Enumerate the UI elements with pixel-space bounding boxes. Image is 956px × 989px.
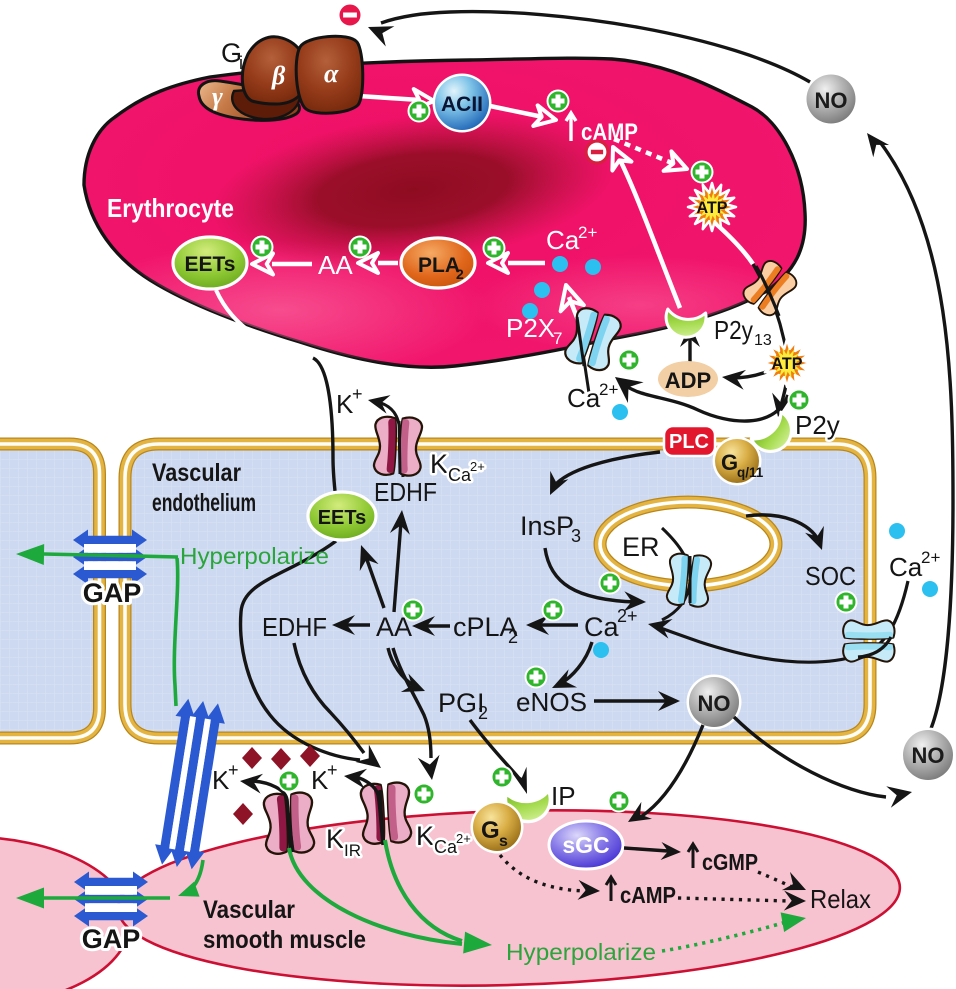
svg-text:2: 2 <box>478 703 488 723</box>
svg-text:EDHF: EDHF <box>262 612 327 642</box>
svg-text:GAP: GAP <box>83 578 142 608</box>
svg-text:Vascular: Vascular <box>152 459 241 487</box>
svg-text:+: + <box>327 760 338 780</box>
svg-text:sGC: sGC <box>562 832 609 858</box>
svg-text:EETs: EETs <box>318 507 367 529</box>
svg-text:IR: IR <box>344 841 361 860</box>
svg-text:P2y: P2y <box>714 315 753 345</box>
svg-text:β: β <box>271 61 286 90</box>
svg-text:2+: 2+ <box>578 223 597 242</box>
svg-text:NO: NO <box>698 691 731 716</box>
svg-text:13: 13 <box>754 332 772 349</box>
svg-text:NO: NO <box>912 743 945 768</box>
svg-text:Vascular: Vascular <box>203 896 295 924</box>
svg-text:3: 3 <box>571 526 581 546</box>
svg-text:2+: 2+ <box>456 831 471 846</box>
svg-text:2: 2 <box>456 266 464 282</box>
svg-text:K: K <box>430 449 448 479</box>
svg-text:GAP: GAP <box>82 924 141 954</box>
svg-text:InsP: InsP <box>520 511 574 541</box>
svg-text:ATP: ATP <box>772 354 803 373</box>
svg-text:Relax: Relax <box>810 884 871 914</box>
svg-text:PGI: PGI <box>438 688 485 718</box>
svg-text:SOC: SOC <box>805 561 856 591</box>
svg-text:Ca: Ca <box>567 383 601 413</box>
svg-text:endothelium: endothelium <box>152 489 256 517</box>
svg-text:K: K <box>336 389 354 419</box>
svg-text:G: G <box>721 450 738 475</box>
svg-text:Ca: Ca <box>889 552 923 582</box>
svg-text:Ca: Ca <box>546 225 580 255</box>
svg-text:G: G <box>481 817 500 844</box>
svg-text:Ca: Ca <box>584 612 619 642</box>
svg-text:q/11: q/11 <box>737 465 764 480</box>
svg-text:smooth muscle: smooth muscle <box>203 926 366 954</box>
svg-text:K: K <box>212 765 230 795</box>
svg-text:ADP: ADP <box>665 368 711 393</box>
svg-text:EETs: EETs <box>185 253 236 276</box>
svg-text:ER: ER <box>622 532 660 562</box>
svg-text:Hyperpolarize: Hyperpolarize <box>506 939 656 965</box>
svg-text:7: 7 <box>553 329 562 348</box>
svg-text:+: + <box>228 760 239 780</box>
svg-text:IP: IP <box>551 781 576 811</box>
svg-text:Ca: Ca <box>434 837 458 857</box>
svg-text:2+: 2+ <box>617 606 638 626</box>
svg-text:2+: 2+ <box>921 548 940 567</box>
svg-text:cGMP: cGMP <box>702 849 758 875</box>
svg-text:PLC: PLC <box>669 431 709 453</box>
svg-text:eNOS: eNOS <box>516 687 587 717</box>
svg-text:K: K <box>416 821 434 851</box>
svg-text:2: 2 <box>508 627 518 647</box>
svg-text:AA: AA <box>318 250 353 280</box>
svg-text:P2y: P2y <box>795 410 840 440</box>
svg-text:+: + <box>352 384 363 404</box>
svg-text:α: α <box>324 59 339 88</box>
svg-text:2+: 2+ <box>599 380 618 399</box>
svg-text:ATP: ATP <box>697 198 728 217</box>
svg-text:i: i <box>239 53 243 73</box>
svg-text:cAMP: cAMP <box>620 882 676 908</box>
svg-text:γ: γ <box>212 82 223 111</box>
svg-text:NO: NO <box>815 88 848 113</box>
svg-text:ACII: ACII <box>441 93 483 116</box>
svg-text:s: s <box>499 833 508 850</box>
svg-text:EDHF: EDHF <box>374 477 437 507</box>
svg-text:Ca: Ca <box>448 465 472 485</box>
svg-text:cPLA: cPLA <box>453 612 518 642</box>
svg-text:2+: 2+ <box>470 459 485 474</box>
svg-text:PLA: PLA <box>418 254 460 277</box>
svg-text:Hyperpolarize: Hyperpolarize <box>180 543 329 569</box>
svg-text:Erythrocyte: Erythrocyte <box>107 193 234 223</box>
svg-text:G: G <box>221 38 242 68</box>
svg-text:K: K <box>311 765 329 795</box>
svg-text:K: K <box>326 824 344 854</box>
